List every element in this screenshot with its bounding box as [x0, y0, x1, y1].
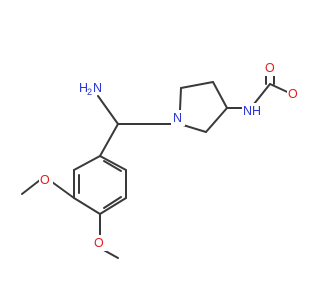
methoxy-o-2-text: O	[94, 236, 104, 250]
amine-n-text: N	[93, 81, 102, 95]
label-layer: H 2 N N NH O O O	[39, 60, 300, 251]
bond-amine-ch2	[97, 95, 119, 125]
methoxy-o-1-label: O	[39, 172, 53, 188]
bond-ring-n-c2	[179, 87, 182, 111]
bond-ar-inner-2	[103, 196, 122, 209]
bond-ar-6-1	[99, 155, 127, 171]
bond-nh-carbonyl-c	[253, 83, 271, 105]
bond-ar-1-2	[73, 155, 101, 171]
amine-nh2-label: H 2 N	[78, 79, 102, 97]
ester-o-text: O	[288, 87, 298, 101]
bond-ring-c2-c3	[180, 81, 214, 89]
amine-subscript-text: 2	[87, 87, 92, 97]
bond-ar-inner-3	[103, 160, 122, 172]
bond-methoxy-me-1	[21, 179, 41, 195]
bond-ring-c4-c5	[205, 107, 228, 133]
methoxy-o-1-text: O	[40, 173, 50, 187]
bond-ar-methoxy-o-1	[51, 181, 75, 199]
ring-n-label: N	[171, 110, 185, 126]
amine-h-text: H	[79, 81, 88, 95]
bond-ar-4-5	[99, 197, 127, 215]
bond-ch-aryl	[99, 123, 119, 157]
bond-ring-c5-n	[182, 124, 207, 133]
methoxy-o-2-label: O	[93, 235, 107, 251]
carbonyl-o-text: O	[265, 61, 275, 75]
carbamate-nh-text: NH	[243, 104, 261, 118]
bond-ring-c3-c4	[212, 81, 228, 109]
carbamate-nh-label: NH	[242, 103, 264, 119]
ring-n-text: N	[173, 111, 182, 125]
molecule-diagram: H 2 N N NH O O O	[21, 60, 300, 259]
carbonyl-o-label: O	[264, 60, 278, 76]
bond-layer	[21, 72, 297, 259]
bond-ar-3-4	[73, 197, 101, 215]
ester-o-label: O	[287, 86, 300, 102]
molecule-structure: H 2 N N NH O O O	[21, 60, 300, 259]
